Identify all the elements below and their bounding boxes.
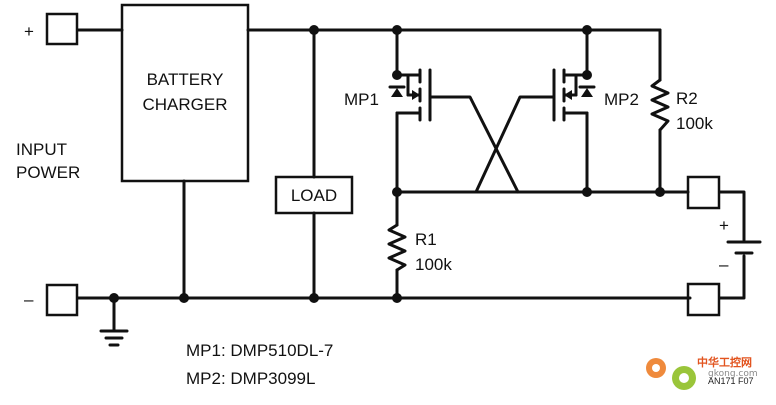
input-power-label-line2: POWER bbox=[16, 163, 80, 182]
battery-charger-label-line1: BATTERY bbox=[147, 70, 224, 89]
watermark-brand: 中华工控网 bbox=[697, 355, 752, 369]
mp2-part-number: MP2: DMP3099L bbox=[186, 369, 315, 388]
r1-value: 100k bbox=[415, 255, 452, 274]
mp1-label: MP1 bbox=[344, 90, 379, 109]
watermark-logo bbox=[646, 358, 696, 390]
battery-icon bbox=[726, 240, 762, 255]
battery-charger-label-line2: CHARGER bbox=[142, 95, 227, 114]
mp1-mosfet bbox=[388, 68, 440, 122]
junction-dots bbox=[109, 25, 665, 303]
battery-minus-sign: – bbox=[719, 255, 729, 274]
input-minus-terminal bbox=[45, 283, 79, 317]
r2-value: 100k bbox=[676, 114, 713, 133]
r1-label: R1 bbox=[415, 230, 437, 249]
input-power-label-line1: INPUT bbox=[16, 140, 67, 159]
r2-resistor bbox=[650, 78, 670, 132]
load-box bbox=[274, 175, 354, 215]
battery-charger-box bbox=[120, 3, 250, 183]
input-minus-sign: – bbox=[24, 290, 34, 309]
figure-id: AN171 F07 bbox=[708, 376, 754, 386]
r1-resistor bbox=[387, 223, 407, 272]
input-plus-sign: + bbox=[24, 22, 34, 41]
mp1-part-number: MP1: DMP510DL-7 bbox=[186, 341, 333, 360]
load-label: LOAD bbox=[291, 186, 337, 205]
battery-plus-terminal bbox=[686, 175, 721, 210]
ground-icon bbox=[99, 329, 129, 347]
mp2-mosfet bbox=[544, 68, 596, 122]
battery-minus-terminal bbox=[686, 282, 721, 317]
input-plus-terminal bbox=[45, 12, 79, 46]
mp2-label: MP2 bbox=[604, 90, 639, 109]
watermark-url: gkong.com bbox=[708, 369, 758, 379]
r2-label: R2 bbox=[676, 89, 698, 108]
battery-plus-sign: + bbox=[719, 216, 729, 235]
